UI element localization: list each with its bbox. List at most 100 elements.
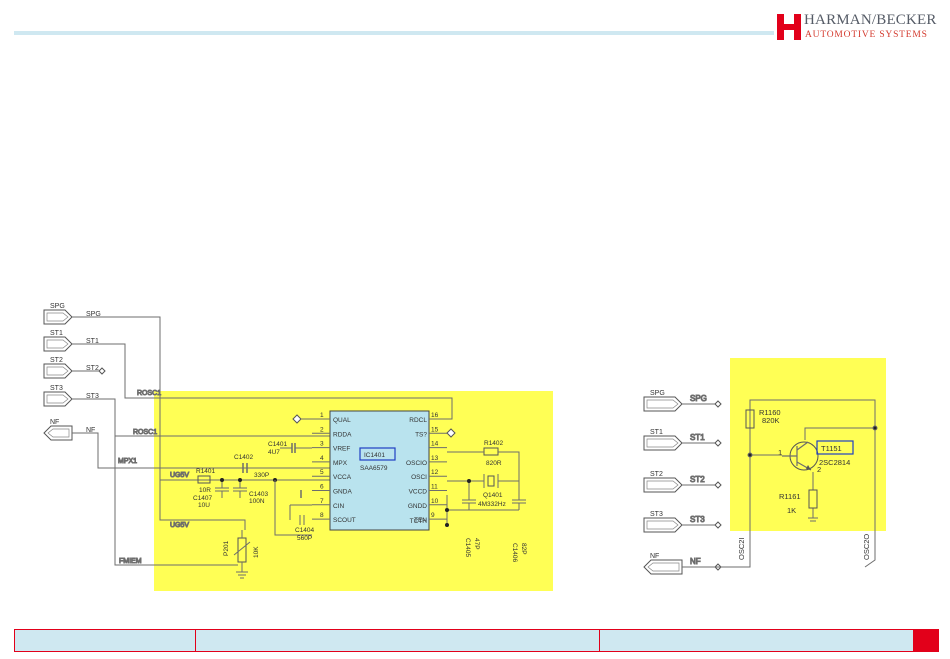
right-terminal-st1 bbox=[714, 439, 722, 447]
t1151-pin1: 1 bbox=[778, 448, 782, 457]
right-connector-nf-shape bbox=[643, 559, 683, 575]
ic-left-pin-num-2: 2 bbox=[320, 426, 324, 433]
wire-nf-mpx bbox=[72, 432, 330, 469]
ic-left-pin-num-7: 7 bbox=[320, 498, 324, 505]
ic-left-pin-num-4: 4 bbox=[320, 455, 324, 462]
net-fmiem: FMIEM bbox=[119, 558, 142, 565]
footer-cell-1 bbox=[15, 630, 196, 651]
junction-collector bbox=[872, 425, 878, 431]
junction-c1403 bbox=[238, 478, 242, 482]
p201-arrow bbox=[233, 541, 251, 556]
r1402-wires bbox=[447, 451, 520, 478]
left-connector-st2-label: ST2 bbox=[50, 357, 63, 364]
ic-right-pin-name-16: RDCL bbox=[409, 417, 427, 424]
left-connector-st2-inner bbox=[46, 366, 69, 376]
left-net-nf: NF bbox=[86, 427, 95, 434]
net-osc2i: OSC2I bbox=[737, 537, 746, 560]
ic-ref-box bbox=[359, 447, 396, 461]
right-connector-st3-inner bbox=[646, 520, 679, 530]
right-connector-st3-label: ST3 bbox=[650, 511, 663, 518]
footer-red-block bbox=[913, 630, 938, 651]
t1151-ref: T1151 bbox=[821, 444, 842, 453]
net-osc2o: OSC2O bbox=[862, 534, 871, 560]
ic-right-pin-name-11: VCCD bbox=[409, 489, 428, 496]
wire-st1 bbox=[72, 343, 453, 420]
logo-brand-text: HARMAN/BECKER bbox=[804, 12, 937, 28]
left-net-st2: ST2 bbox=[86, 365, 99, 372]
ic-left-pin-name-5: VCCA bbox=[333, 474, 352, 481]
c1407-val: 10U bbox=[198, 502, 210, 509]
wire-st3 bbox=[72, 398, 330, 437]
c1403-val: 100N bbox=[249, 498, 265, 505]
t1151-pin2: 2 bbox=[817, 465, 821, 474]
c1406-ref: C1406 bbox=[511, 543, 518, 563]
right-connector-spg-inner bbox=[646, 399, 679, 409]
c1405-shape bbox=[462, 481, 476, 510]
ic-left-pin-num-8: 8 bbox=[320, 512, 324, 519]
c1407-shape bbox=[215, 480, 229, 498]
net-mpx1: MPX1 bbox=[118, 458, 137, 465]
footer-cell-3 bbox=[600, 630, 914, 651]
left-connector-st3-shape bbox=[43, 391, 73, 407]
net-rosc1: ROSC1 bbox=[137, 390, 161, 397]
wire-nf-osc bbox=[682, 399, 876, 568]
left-net-st1: ST1 bbox=[86, 338, 99, 345]
ic-left-pin-num-1: 1 bbox=[320, 412, 324, 419]
r1161-body bbox=[808, 489, 818, 509]
left-connector-st2-shape bbox=[43, 363, 73, 379]
r1401-val: 10R bbox=[199, 487, 211, 494]
c1403-ref: C1403 bbox=[249, 491, 269, 498]
t1151-leads bbox=[782, 441, 812, 471]
c1404-ref: C1404 bbox=[295, 527, 315, 534]
st2-open-terminal bbox=[98, 367, 106, 375]
r1160-body bbox=[745, 409, 755, 429]
ic-left-pin-name-3: VREF bbox=[333, 446, 350, 453]
right-net-nf: NF bbox=[690, 557, 701, 566]
right-connector-st1-inner bbox=[646, 438, 679, 448]
c1404-val: 560P bbox=[297, 535, 312, 542]
c1402-plates bbox=[242, 463, 248, 473]
ic-right-pin-name-10: GNDD bbox=[408, 503, 427, 510]
left-connector-spg-shape bbox=[43, 309, 73, 325]
r1401-ref: R1401 bbox=[196, 468, 216, 475]
junction-ten bbox=[445, 523, 449, 527]
pin15-open-terminal bbox=[446, 428, 456, 438]
ic-left-pin-name-7: CIN bbox=[333, 503, 345, 510]
left-connector-spg-label: SPG bbox=[50, 303, 65, 310]
ic-right-pin-num-12: 12 bbox=[431, 469, 439, 476]
r1160-val: 820K bbox=[762, 416, 780, 425]
q1401-leads bbox=[447, 474, 519, 488]
right-net-st1: ST1 bbox=[690, 433, 705, 442]
left-connector-st1-label: ST1 bbox=[50, 330, 63, 337]
ic-left-pin-num-5: 5 bbox=[320, 469, 324, 476]
ic-ref-label: IC1401 bbox=[364, 452, 385, 459]
footer-cell-2 bbox=[196, 630, 600, 651]
right-connector-st2-shape bbox=[643, 477, 683, 493]
ic-right-pin-num-10: 10 bbox=[431, 498, 439, 505]
ic-left-pin-name-8: SCOUT bbox=[333, 517, 356, 524]
right-net-st2: ST2 bbox=[690, 475, 705, 484]
saa6579-ic: 1QUAL2RDDA3VREF4MPX5VCCA6GNDA7CIN8SCOUT1… bbox=[292, 410, 456, 531]
net-rosc1-b: ROSC1 bbox=[133, 429, 157, 436]
c1401-val: 4U7 bbox=[268, 449, 280, 456]
wire-collector bbox=[804, 427, 875, 440]
ic-left-pin-name-4: MPX bbox=[333, 460, 348, 467]
left-connector-st1-shape bbox=[43, 336, 73, 352]
c1404-shape bbox=[289, 504, 312, 525]
q1401-val: 4M332Hz bbox=[478, 501, 506, 508]
right-connector-st2-label: ST2 bbox=[650, 471, 663, 478]
t1151-emitter-arrow bbox=[806, 465, 811, 470]
right-connector-st1-label: ST1 bbox=[650, 429, 663, 436]
ic-left-pin-name-2: RDDA bbox=[333, 431, 352, 438]
right-connector-st2-inner bbox=[646, 480, 679, 490]
p201-ref: P201 bbox=[223, 540, 230, 556]
c1401-ref: C1401 bbox=[268, 441, 288, 448]
left-connector-nf-inner bbox=[47, 428, 70, 438]
gnd-bus bbox=[446, 495, 519, 525]
p201-val: 10K bbox=[253, 546, 260, 558]
